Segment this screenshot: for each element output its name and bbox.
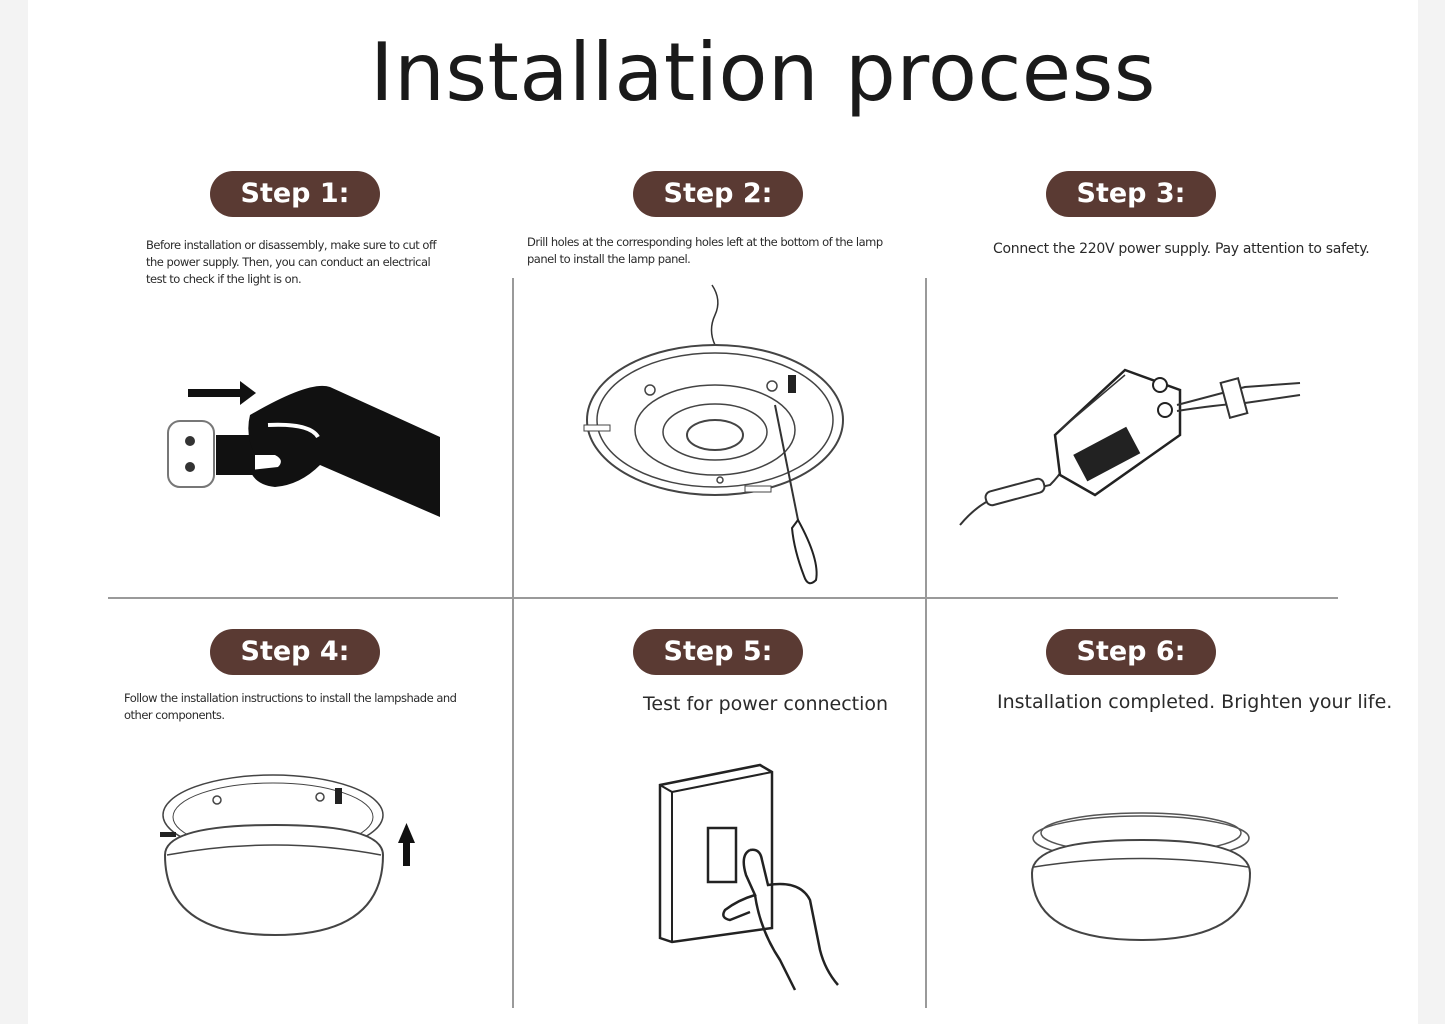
step-6-badge: Step 6: [1046,629,1216,675]
step-4-badge: Step 4: [210,629,380,675]
step-5-badge: Step 5: [633,629,803,675]
power-driver-illustration [959,368,1301,526]
step-3-badge: Step 3: [1046,171,1216,217]
ceiling-lamp-illustration [1030,812,1252,942]
grid-divider-v2 [925,278,927,1008]
page-title: Installation process [370,26,1156,119]
step-1-text: Before installation or disassembly, make… [146,238,437,286]
arrow-right-icon [188,381,256,405]
step-6-text: Installation completed. Brighten your li… [997,691,1393,713]
grid-divider-v1 [512,278,514,1008]
step-1-badge: Step 1: [210,171,380,217]
light-switch-illustration [658,763,839,991]
drill-lamp-panel-illustration [583,284,844,585]
step-3-text: Connect the 220V power supply. Pay atten… [993,241,1370,257]
grid-divider-h [108,597,1338,599]
unplug-illustration [167,381,440,517]
step-5-text: Test for power connection [643,693,889,715]
attach-lampshade-illustration [160,774,415,937]
step-2-badge: Step 2: [633,171,803,217]
step-4-text: Follow the installation instructions to … [124,691,457,722]
step-2-text: Drill holes at the corresponding holes l… [527,235,883,266]
arrow-up-icon [398,823,415,866]
